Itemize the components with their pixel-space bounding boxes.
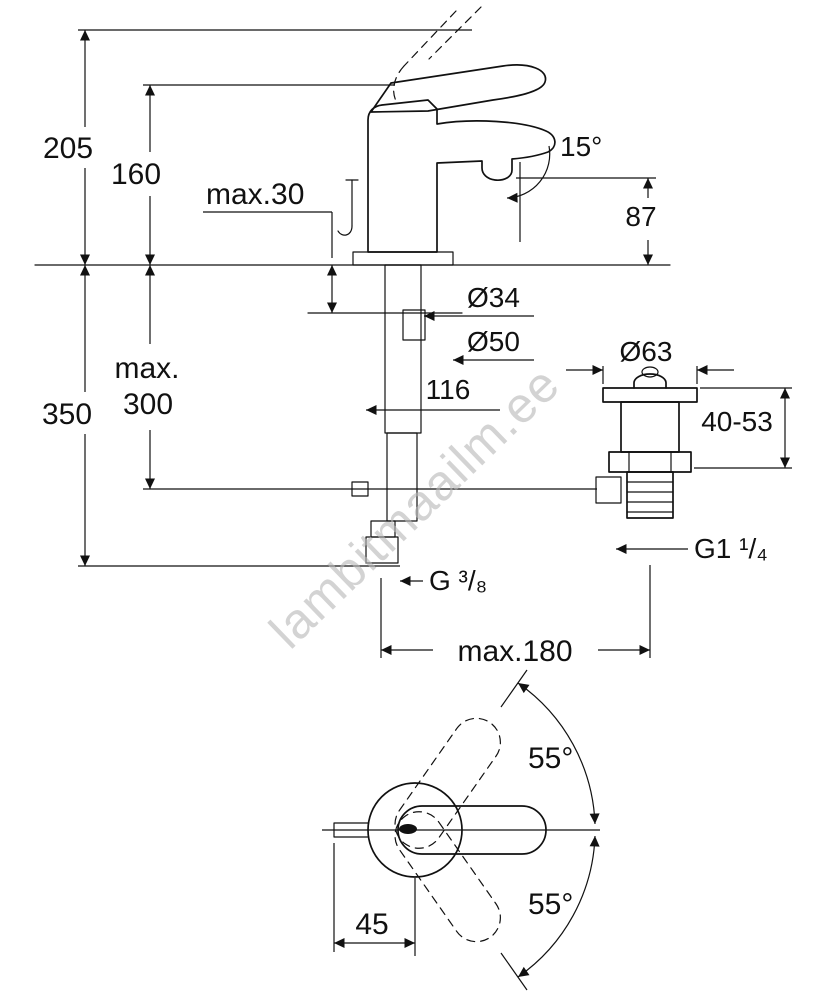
popup-pull-rod (337, 179, 359, 236)
dim-d63-label: Ø63 (620, 336, 673, 367)
escutcheon-base (352, 251, 454, 266)
dim-300-label: 300 (123, 388, 173, 421)
dimension-15deg: 15° (560, 131, 602, 162)
dim-55-bottom-label: 55° (528, 888, 573, 921)
dimension-d63: Ø63 (566, 336, 734, 384)
faucet-side-view (337, 6, 556, 266)
hose-collar (370, 520, 396, 538)
dimension-45: 45 (333, 843, 416, 956)
dim-max30-label: max.30 (206, 178, 304, 211)
dimension-max300: max. 300 (114, 265, 180, 489)
supply-hose (386, 432, 418, 522)
dimension-g38: G ³/₈ (400, 565, 487, 596)
popup-waste-assembly (595, 366, 698, 519)
waste-body (620, 401, 680, 453)
dimension-116: 116 (366, 374, 500, 415)
dimension-d34: Ø34 (424, 282, 534, 321)
shank-and-hoses (351, 264, 426, 564)
radial-ext-up (500, 669, 528, 708)
hose-nut (365, 536, 399, 564)
rod-adapter (351, 481, 369, 497)
dim-d50-label: Ø50 (467, 326, 520, 357)
faucet-top-view: 55° 55° 45 (322, 669, 600, 991)
threaded-shank (384, 264, 422, 434)
dim-d34-label: Ø34 (467, 282, 520, 313)
dimension-max30: max.30 (203, 178, 337, 313)
lever-raised-outline (393, 6, 482, 102)
swivel-arc-up (517, 682, 600, 825)
dim-205-label: 205 (43, 132, 93, 165)
dimension-d50: Ø50 (453, 326, 534, 365)
faucet-body (367, 99, 556, 253)
waste-tailpiece (626, 471, 674, 519)
swivel-position-down (394, 811, 501, 943)
lever-handle (370, 64, 547, 113)
dimension-205: 205 (43, 29, 472, 265)
dim-55-top-label: 55° (528, 742, 573, 775)
dim-max180-label: max.180 (457, 635, 572, 668)
lever-top (397, 805, 547, 855)
dim-116-label: 116 (426, 374, 471, 405)
lever-pin (399, 824, 417, 834)
dim-15deg-label: 15° (560, 131, 602, 162)
dim-40-53-label: 40-53 (701, 406, 773, 437)
dim-g38-label: G ³/₈ (429, 565, 487, 596)
waste-plug-dome (633, 373, 667, 389)
spout-nub (333, 822, 369, 838)
dimension-87: 87 (516, 177, 657, 265)
swivel-position-up (394, 717, 501, 849)
waste-locknut (608, 451, 692, 473)
mounting-deck (34, 264, 671, 314)
swivel-arc-down (517, 835, 600, 978)
waste-flange (602, 387, 698, 403)
dimension-350: 350 (42, 265, 400, 567)
radial-ext-down (500, 952, 528, 991)
waste-plug-cap (641, 366, 659, 378)
faucet-base-top (367, 782, 463, 878)
dimension-max180: max.180 (380, 565, 651, 668)
dimension-g114: G1 ¹/₄ (616, 533, 768, 564)
dimension-40-53: 40-53 (694, 387, 792, 469)
dim-max-label: max. (114, 352, 179, 385)
dim-87-label: 87 (625, 201, 656, 232)
dim-g114-label: G1 ¹/₄ (694, 533, 768, 564)
dim-350-label: 350 (42, 398, 92, 431)
dim-160-label: 160 (111, 158, 161, 191)
rod-knurled-knob (595, 476, 622, 504)
mounting-stud (402, 309, 426, 341)
spout-angle-arc (506, 145, 551, 203)
dimension-160: 160 (111, 84, 395, 265)
dim-45-label: 45 (355, 908, 388, 941)
